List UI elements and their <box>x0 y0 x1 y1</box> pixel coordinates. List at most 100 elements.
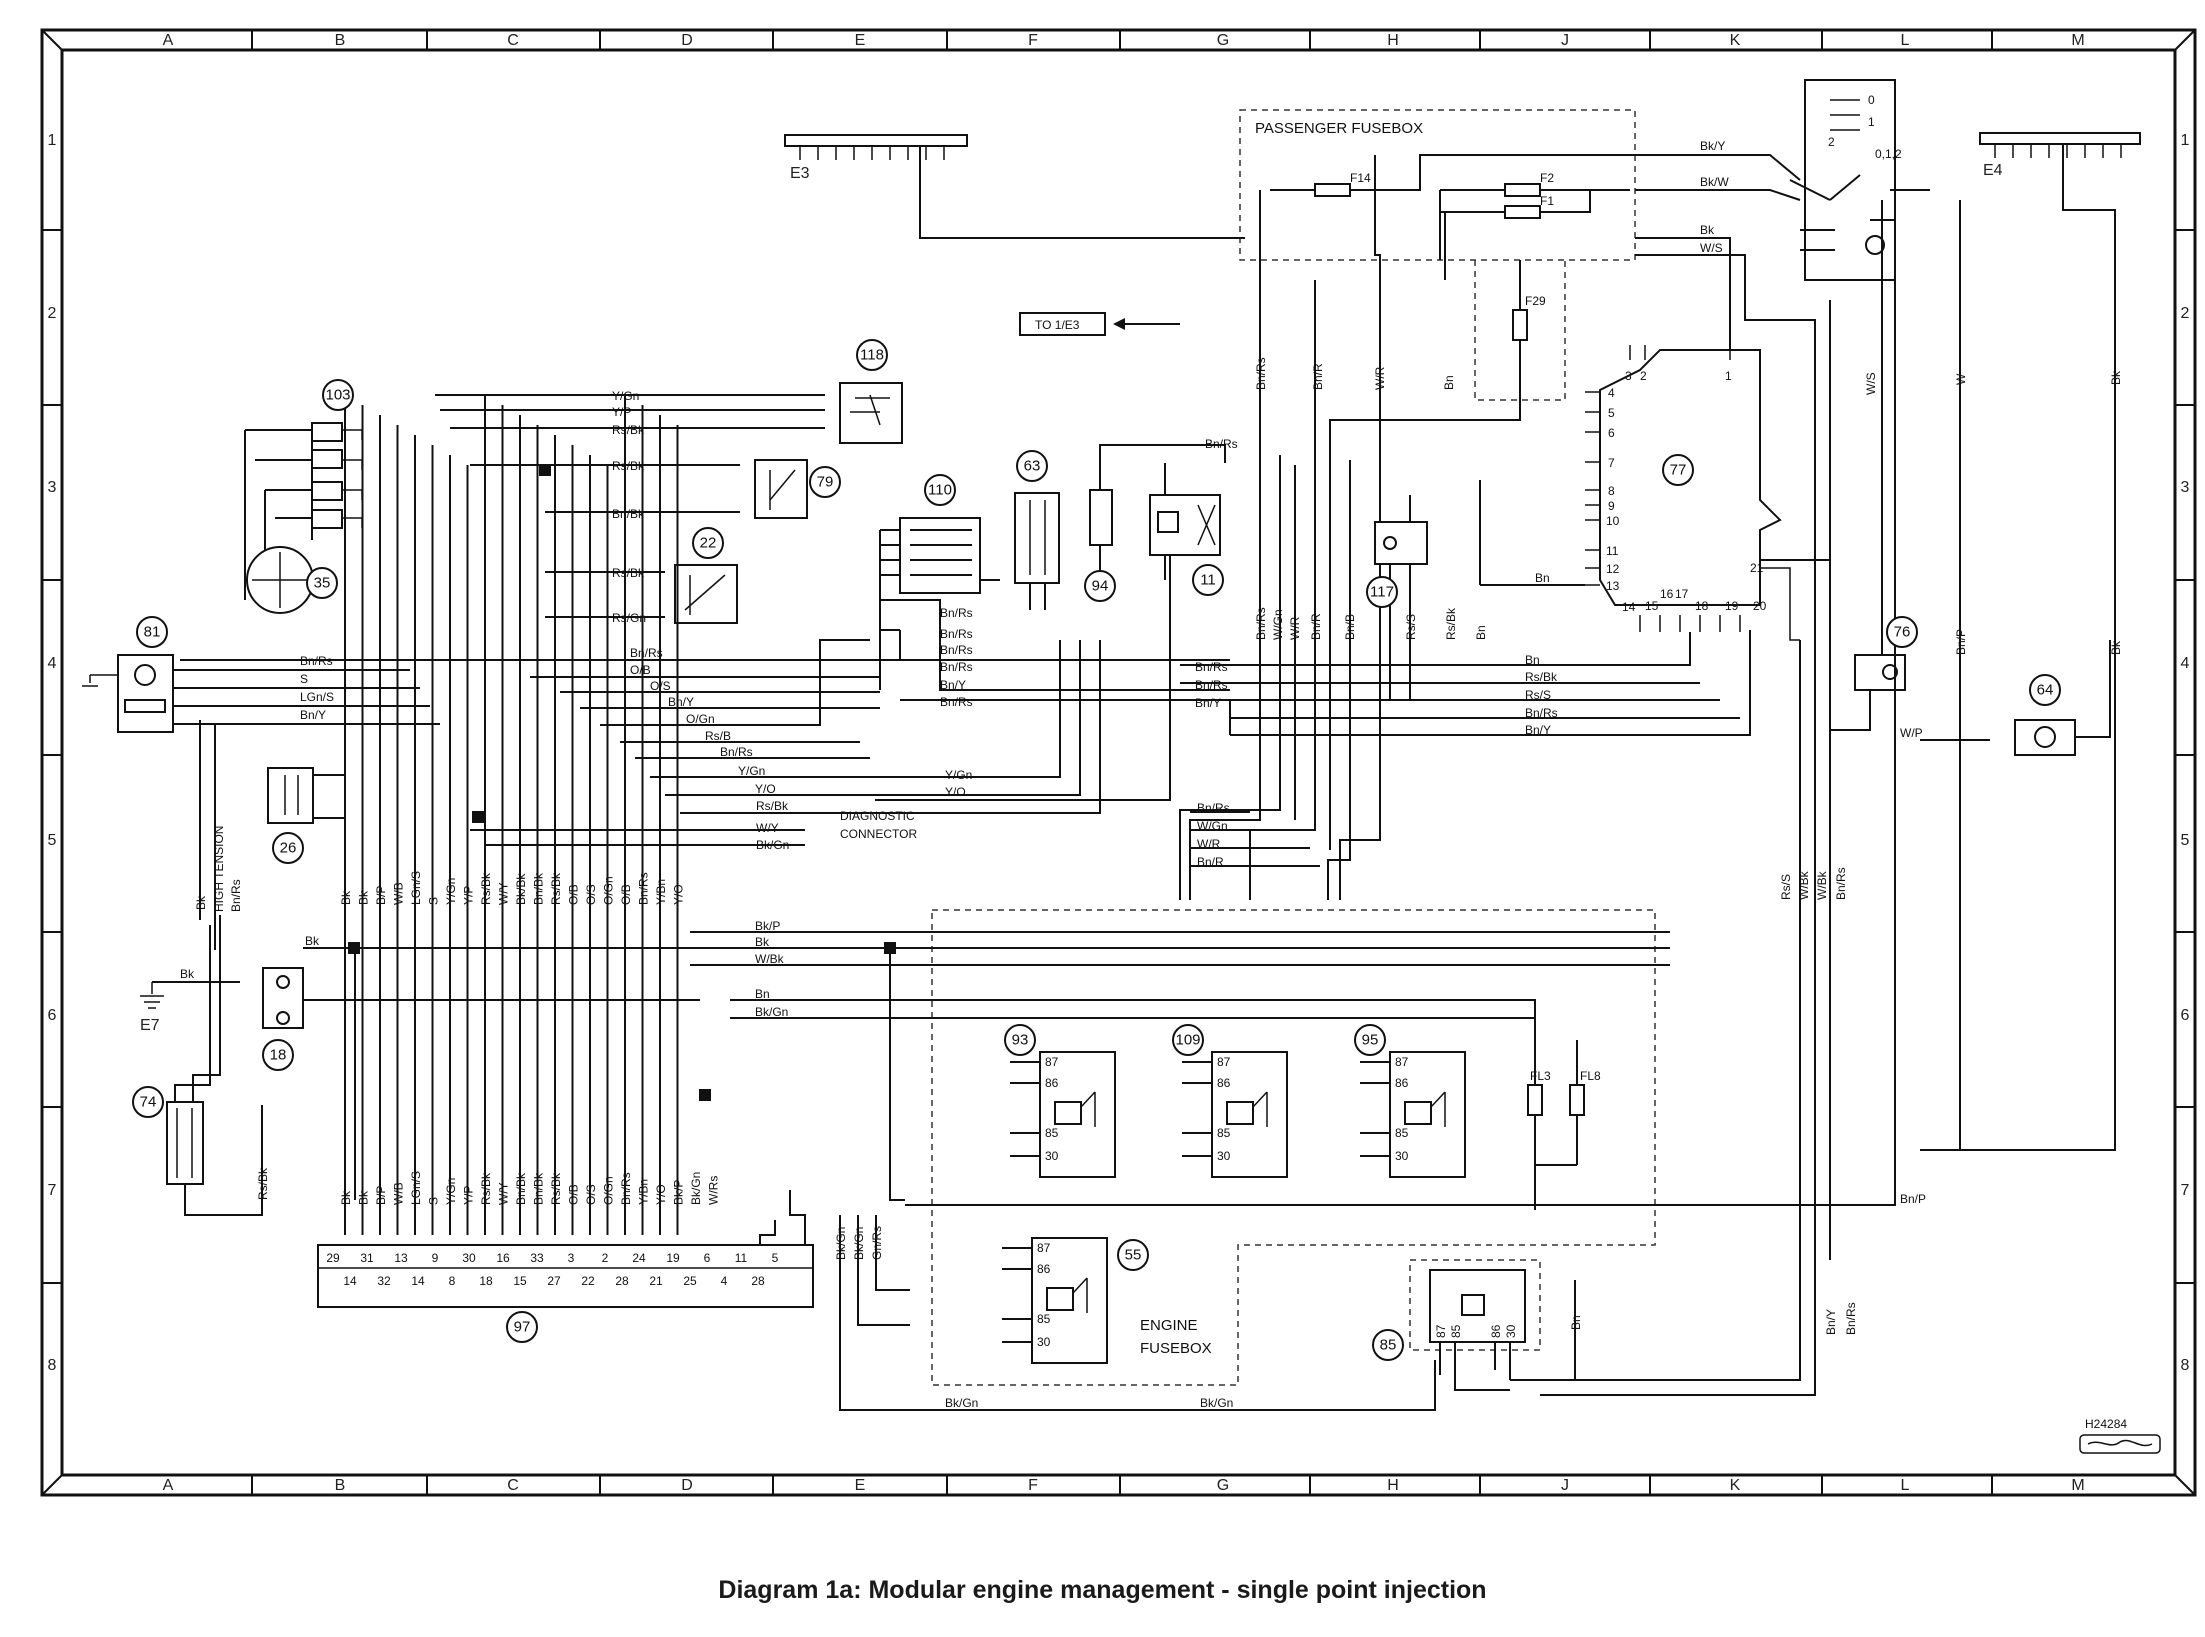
grid-col-top-G: G <box>1217 32 1229 49</box>
grid-row-left-3: 3 <box>48 479 57 496</box>
callout-55: 55 <box>1117 1239 1149 1271</box>
svg-text:64: 64 <box>2037 682 2054 699</box>
svg-text:87: 87 <box>1037 1241 1051 1255</box>
callout-74: 74 <box>132 1086 164 1118</box>
svg-text:Bn/Rs: Bn/Rs <box>1254 607 1268 640</box>
svg-text:86: 86 <box>1037 1262 1051 1276</box>
component-64 <box>2014 640 2111 756</box>
svg-text:11: 11 <box>1200 572 1216 589</box>
svg-text:Bn: Bn <box>1535 571 1550 585</box>
middle-harness-wires: Bn/Rs O/B O/S Bn/Y O/Gn Rs/B Bn/Rs Y/Gn … <box>180 599 1320 869</box>
ecu97-pin-bottom: 14 <box>343 1274 357 1288</box>
svg-text:Bn/P: Bn/P <box>1900 1192 1926 1206</box>
harness-lower-label: Bk <box>357 1190 371 1205</box>
ecu97-pin-bottom: 14 <box>411 1274 425 1288</box>
svg-text:Bk: Bk <box>1700 223 1715 237</box>
ecu97-pin-bottom: 21 <box>649 1274 663 1288</box>
svg-text:30: 30 <box>1504 1324 1518 1338</box>
callout-97: 97 <box>506 1311 538 1343</box>
junction-dot <box>699 1089 711 1101</box>
svg-text:Bn/P: Bn/P <box>1954 629 1968 655</box>
harness-lower-label: O/S <box>584 1184 598 1205</box>
grid-row-left-1: 1 <box>48 132 57 149</box>
svg-text:Rs/Bk: Rs/Bk <box>1525 670 1558 684</box>
svg-text:86: 86 <box>1217 1076 1231 1090</box>
grid-col-top-F: F <box>1028 32 1038 49</box>
ecu97-pin-top: 33 <box>530 1251 544 1265</box>
callout-79: 79 <box>809 466 841 498</box>
callout-to-1e3: TO 1/E3 <box>1019 312 1180 336</box>
svg-text:Rs/Bk: Rs/Bk <box>612 423 645 437</box>
harness-lower-label: Bk/P <box>672 1180 686 1205</box>
svg-text:Rs/B: Rs/B <box>705 729 731 743</box>
component-103 <box>245 422 363 540</box>
svg-text:Bk/Gn: Bk/Gn <box>755 1005 788 1019</box>
svg-text:W: W <box>1954 373 1968 385</box>
harness-lower-label: O/Gn <box>602 1176 616 1205</box>
grid-col-bottom-A: A <box>163 1477 174 1494</box>
engine-fusebox-outline <box>931 909 1656 1386</box>
harness-lower-label: B/P <box>374 1186 388 1205</box>
svg-text:Y/O: Y/O <box>755 782 776 796</box>
grid-row-right-1: 1 <box>2181 132 2190 149</box>
bottom-right-wires: Bn/Y Bn/Rs Rs/S W/Bk W/Bk Bn/Rs <box>1540 640 1858 1396</box>
engine-fusebox-title-1: ENGINE <box>1140 1317 1198 1334</box>
callout-81: 81 <box>136 616 168 648</box>
grid-col-top-A: A <box>163 32 174 49</box>
svg-text:Bn/Rs: Bn/Rs <box>1195 678 1228 692</box>
svg-text:87: 87 <box>1217 1055 1231 1069</box>
relay-85: 87 85 86 30 Bn <box>1429 1269 1583 1391</box>
svg-text:95: 95 <box>1362 1032 1379 1049</box>
svg-text:86: 86 <box>1395 1076 1409 1090</box>
callout-22: 22 <box>692 527 724 559</box>
passenger-fusebox-fuses: F14 F2 F1 F29 <box>1259 154 1635 600</box>
svg-text:Bk: Bk <box>2109 640 2123 655</box>
svg-text:2: 2 <box>1640 369 1647 383</box>
earth-bar-e3: E3 <box>784 134 1245 239</box>
fuse-label-f14: F14 <box>1350 171 1371 185</box>
earth-label-e7: E7 <box>140 1017 160 1034</box>
grid-col-bottom-F: F <box>1028 1477 1038 1494</box>
component-94 <box>1089 444 1226 570</box>
earth-label-e4: E4 <box>1983 162 2003 179</box>
svg-text:110: 110 <box>928 482 952 499</box>
svg-text:W/Gn: W/Gn <box>1197 819 1228 833</box>
svg-text:81: 81 <box>144 624 161 641</box>
grid-col-top-H: H <box>1387 32 1399 49</box>
svg-text:Bn/Y: Bn/Y <box>1525 723 1551 737</box>
harness-lower-label: Y/Gn <box>444 1178 458 1205</box>
svg-text:30: 30 <box>1217 1149 1231 1163</box>
svg-text:W/R: W/R <box>1288 616 1302 640</box>
harness-upper-label: Bk/Bk <box>514 873 528 905</box>
svg-text:0,1,2: 0,1,2 <box>1875 147 1902 161</box>
grid-row-right-4: 4 <box>2181 655 2190 672</box>
svg-text:63: 63 <box>1024 458 1041 475</box>
svg-text:26: 26 <box>280 840 297 857</box>
ecu97-pin-top: 30 <box>462 1251 476 1265</box>
callout-85: 85 <box>1372 1329 1404 1361</box>
passenger-fusebox-outline <box>1239 109 1636 261</box>
svg-text:Bn/Y: Bn/Y <box>668 695 694 709</box>
svg-text:Gn/Rs: Gn/Rs <box>870 1226 884 1260</box>
svg-text:Bn/Rs: Bn/Rs <box>1844 1302 1858 1335</box>
svg-text:87: 87 <box>1395 1055 1409 1069</box>
component-81: Bn/Rs S LGn/S Bn/Y <box>82 654 440 733</box>
svg-text:85: 85 <box>1045 1126 1059 1140</box>
junction-dot <box>539 464 551 476</box>
fusebox-drop-wires: Bn/Rs Bn/R W/R Bn Bn/Rs W/Gn W/R Bn/R Bn… <box>1179 280 1488 900</box>
svg-text:FL8: FL8 <box>1580 1069 1601 1083</box>
svg-text:Bn/Rs: Bn/Rs <box>940 627 973 641</box>
harness-lower-label: Bn/Bk <box>514 1172 528 1205</box>
svg-text:Y/P: Y/P <box>612 405 631 419</box>
right-fusebox-wires: Bk/Y Bk/W Bk W/S W/S W Bk Bn/P Bk W/P <box>1635 139 2123 1260</box>
svg-text:W/S: W/S <box>1700 241 1723 255</box>
harness-lower-label: Rs/Bk <box>479 1172 493 1205</box>
junction-dot <box>472 811 484 823</box>
callout-64: 64 <box>2029 674 2061 706</box>
svg-text:Bn/Bk: Bn/Bk <box>612 507 645 521</box>
svg-text:22: 22 <box>700 535 717 552</box>
component-74: Rs/Bk Bk HIGH TENSION Bn/Rs <box>166 720 270 1216</box>
